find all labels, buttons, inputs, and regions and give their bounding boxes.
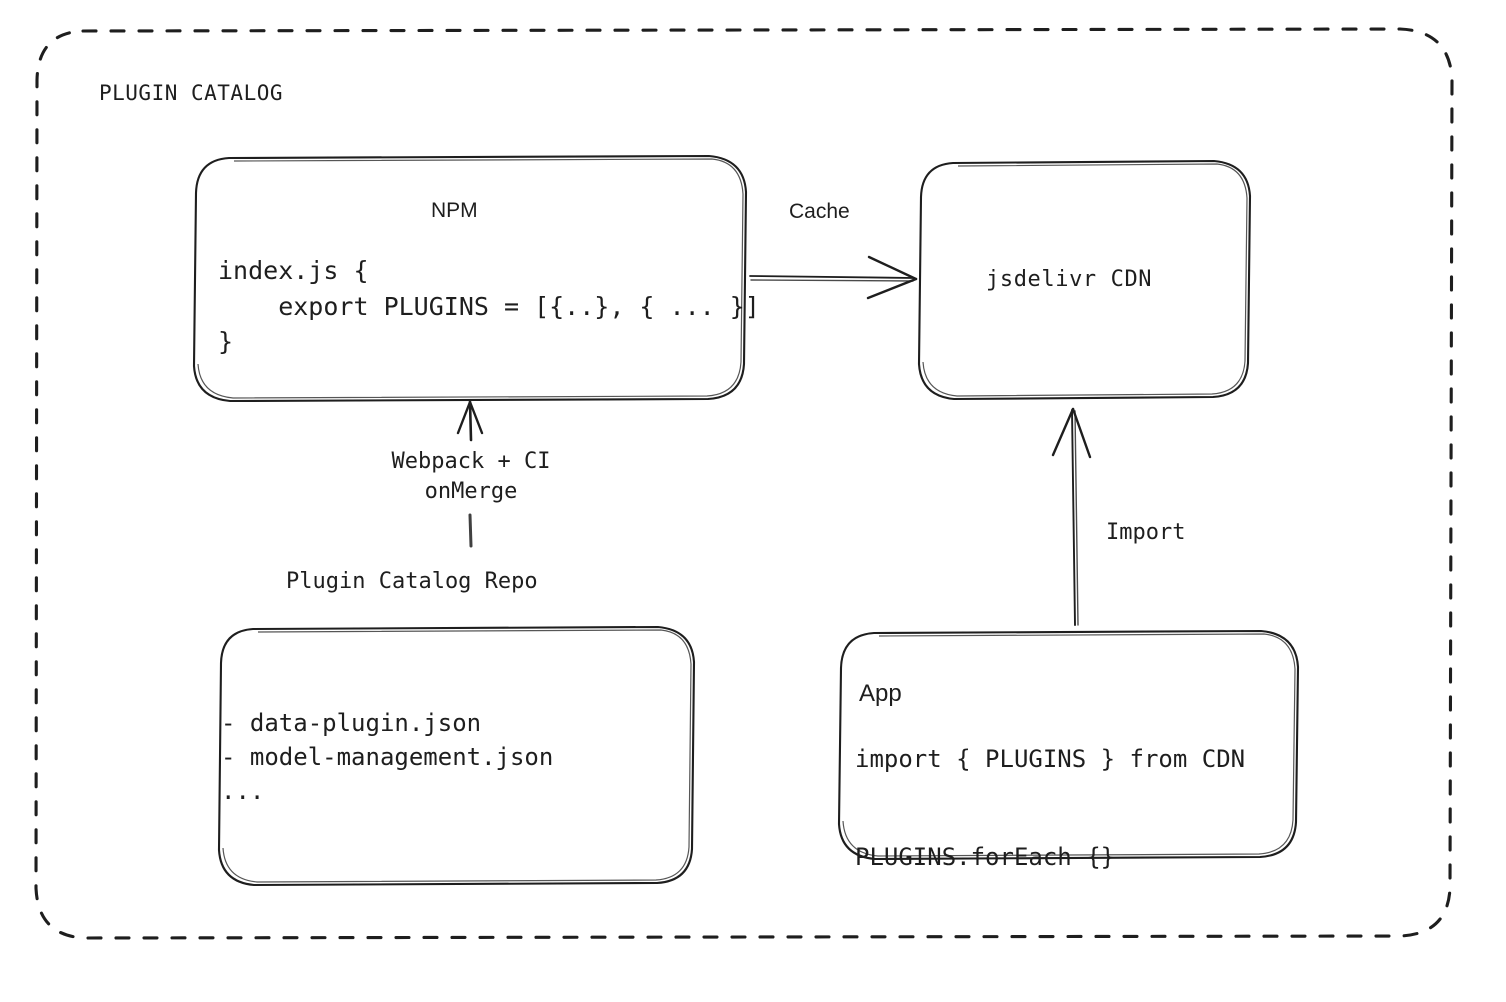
build-arrow (456, 400, 484, 548)
import-edge-label: Import (1106, 520, 1186, 545)
cache-edge-label: Cache (789, 200, 850, 223)
import-arrow (1051, 407, 1092, 626)
repo-node-shape (217, 625, 696, 887)
npm-node-title: NPM (431, 199, 478, 222)
app-node-title: App (859, 680, 902, 707)
cache-arrow (749, 255, 918, 300)
npm-code-block: index.js { export PLUGINS = [{..}, { ...… (218, 256, 760, 356)
plugin-catalog-frame (34, 27, 1454, 940)
build-edge-label: Webpack + CI onMerge (391, 449, 551, 505)
frame-title: PLUGIN CATALOG (99, 81, 284, 105)
repo-node-caption: Plugin Catalog Repo (286, 569, 538, 594)
cdn-node-title: jsdelivr CDN (986, 267, 1153, 292)
npm-node-shape (192, 154, 748, 403)
repo-file-list: - data-plugin.json - model-management.js… (221, 709, 554, 806)
app-code-block: import { PLUGINS } from CDN PLUGINS.forE… (855, 745, 1246, 872)
app-node-shape (837, 629, 1300, 861)
cdn-node-shape (917, 159, 1252, 401)
